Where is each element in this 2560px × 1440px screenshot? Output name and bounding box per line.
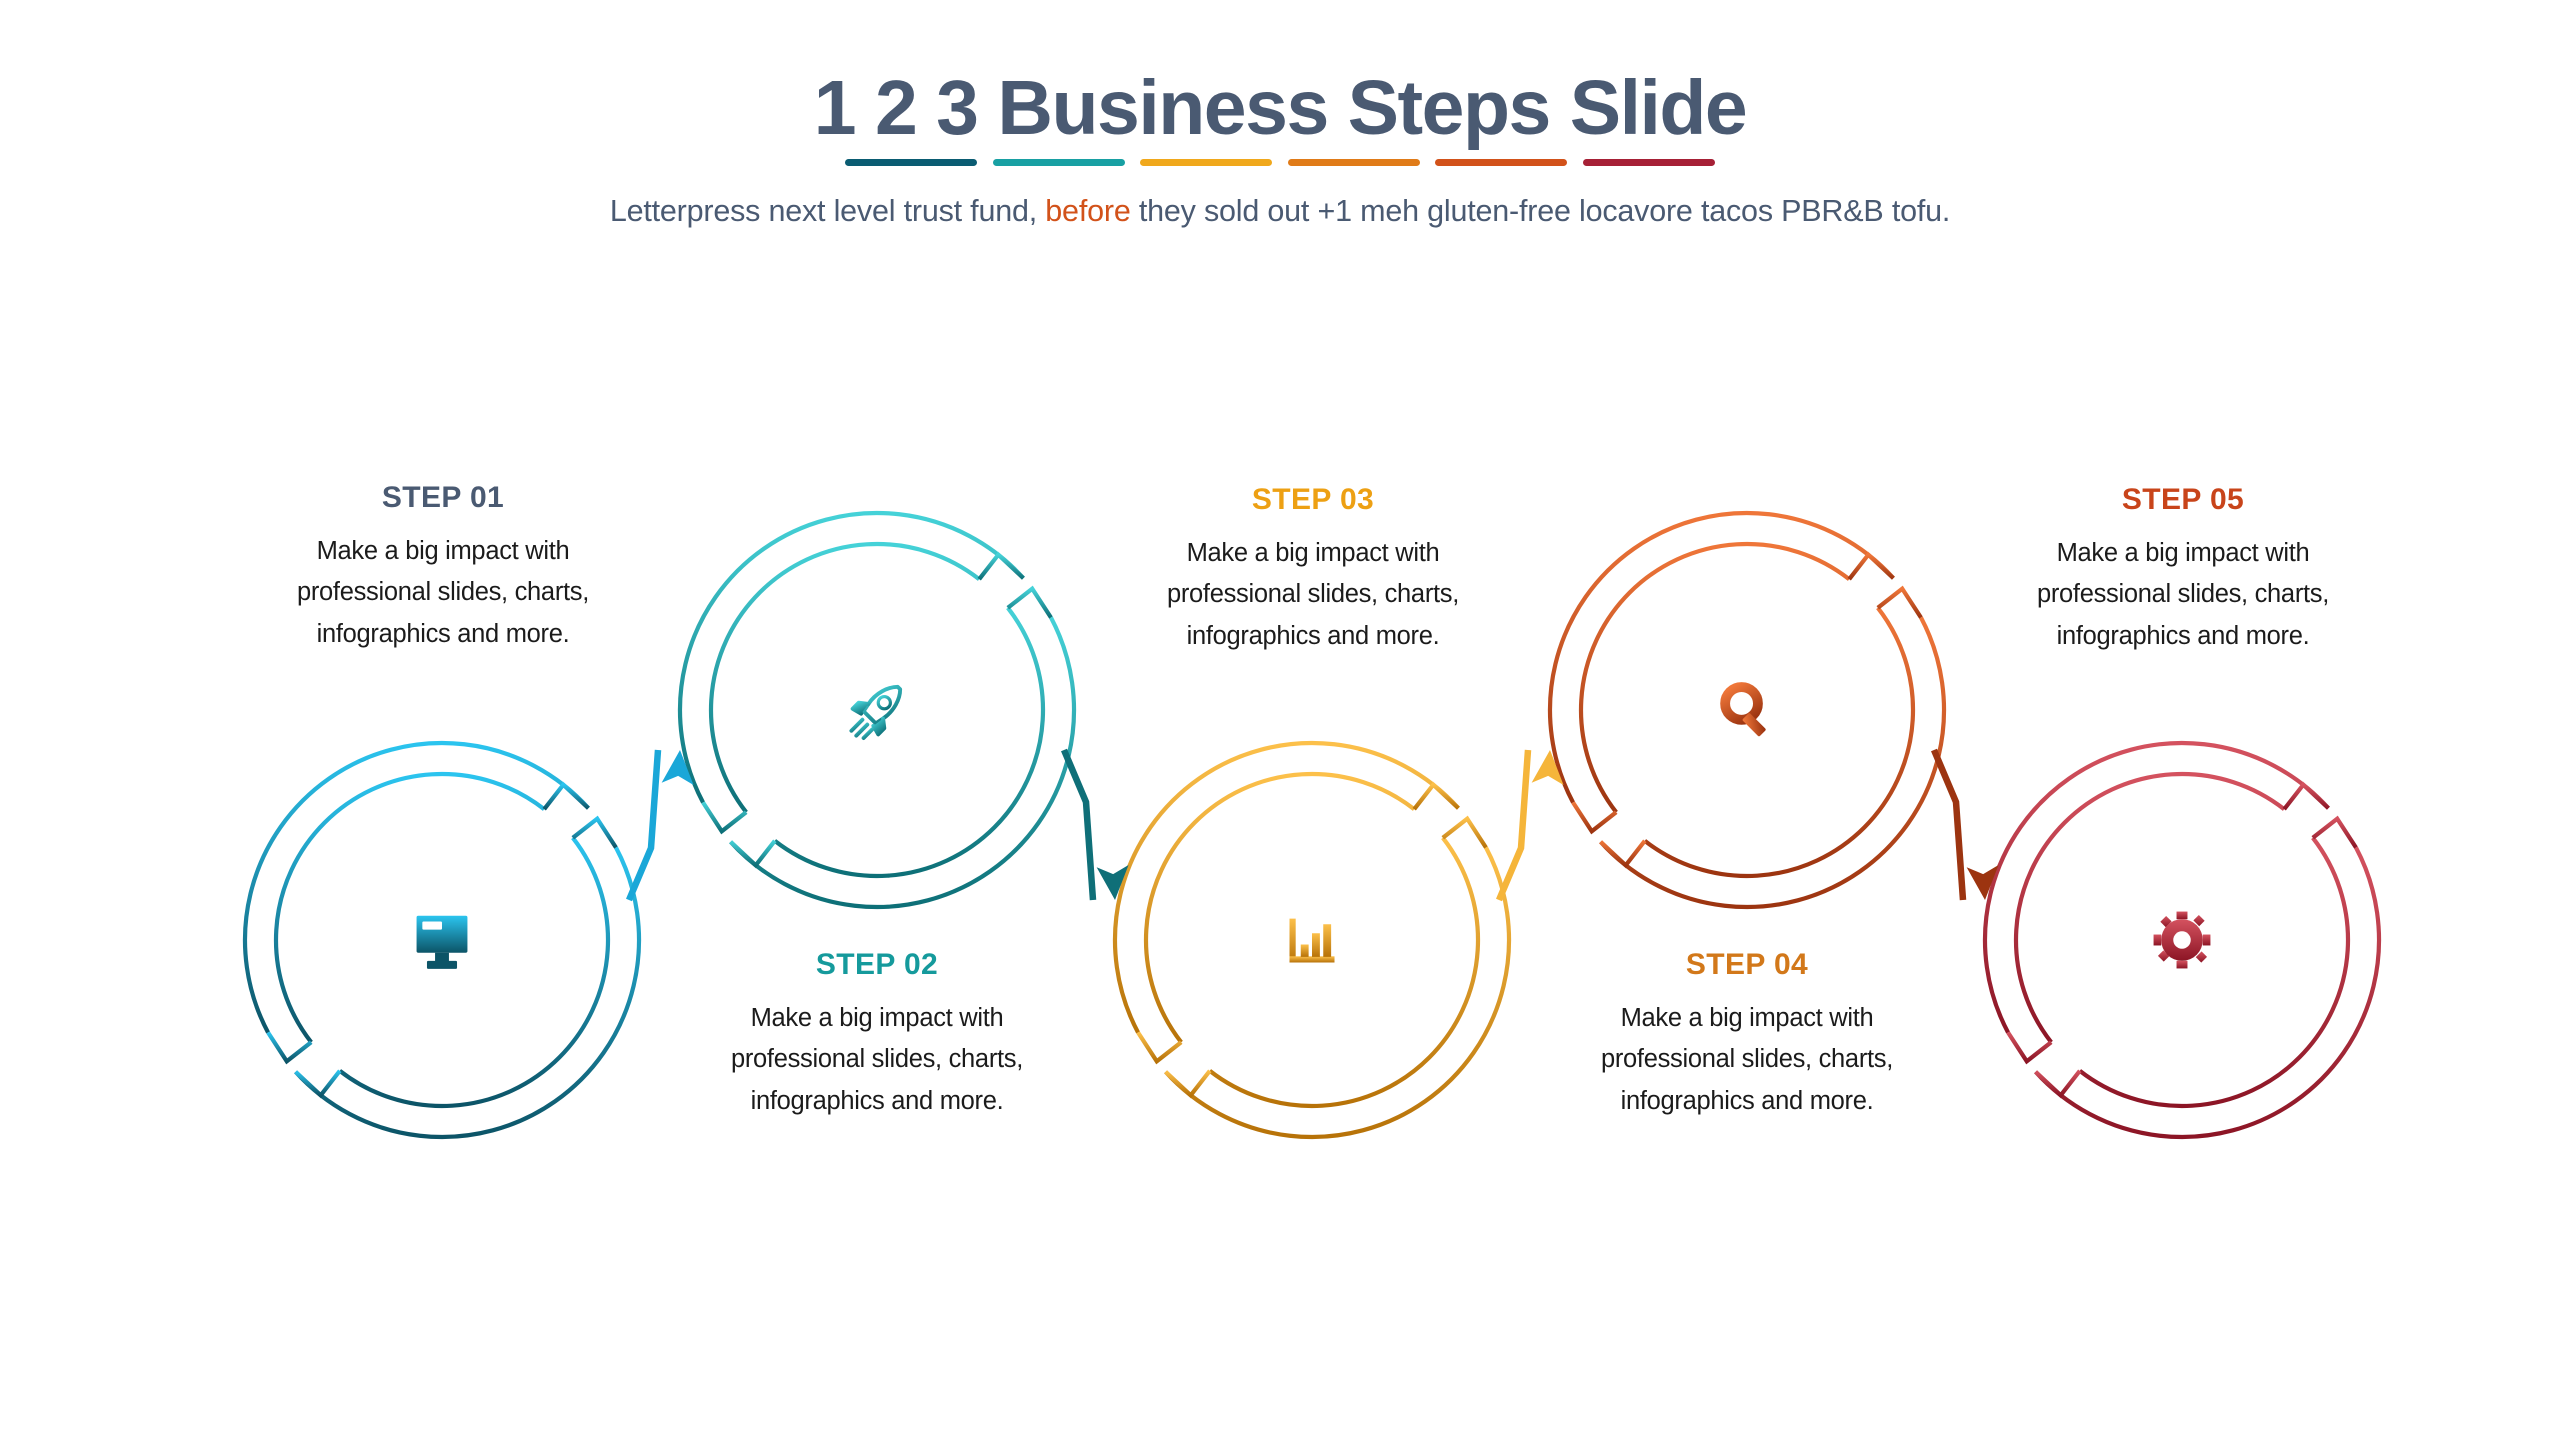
- step-desc-line-2: professional slides, charts,: [730, 1045, 1024, 1074]
- arrow-step4-to-step5: [1931, 748, 1999, 901]
- arrow-step1-to-step2: [626, 749, 694, 902]
- step-desc-line-2: professional slides, charts,: [1600, 1045, 1894, 1074]
- slide-subtitle: Letterpress next level trust fund, befor…: [0, 192, 2560, 232]
- step-label-1: STEP 01: [381, 481, 505, 514]
- underline-bar-4: [1287, 158, 1420, 166]
- title-underline-bars: [845, 158, 1715, 166]
- underline-bar-1: [845, 158, 977, 166]
- slide-header: 1 2 3 Business Steps Slide Letterpress n…: [0, 0, 2560, 231]
- step-label-5: STEP 05: [2121, 483, 2245, 516]
- step-desc-line-2: professional slides, charts,: [296, 578, 590, 607]
- step-block-1: STEP 01 Make a big impact with professio…: [233, 483, 653, 655]
- underline-bar-6: [1582, 158, 1715, 166]
- underline-bar-3: [1140, 158, 1273, 166]
- step-connector-arrows: [626, 748, 1999, 902]
- step-desc-line-3: infographics and more.: [2056, 621, 2310, 650]
- step-desc-line-3: infographics and more.: [1620, 1086, 1874, 1115]
- step-desc-line-1: Make a big impact with: [750, 1004, 1004, 1032]
- underline-bar-5: [1435, 158, 1568, 166]
- arrow-step3-to-step4: [1496, 749, 1564, 902]
- step-block-2: STEP 02 Make a big impact with professio…: [667, 950, 1087, 1122]
- step-label-3: STEP 03: [1251, 483, 1375, 516]
- arrow-step2-to-step3: [1061, 748, 1129, 901]
- step-desc-3: Make a big impact with professional slid…: [1103, 533, 1523, 657]
- step-desc-line-1: Make a big impact with: [1186, 539, 1440, 567]
- step-desc-line-2: professional slides, charts,: [1166, 580, 1460, 609]
- step-block-4: STEP 04 Make a big impact with professio…: [1537, 950, 1957, 1122]
- step-block-3: STEP 03 Make a big impact with professio…: [1103, 485, 1523, 657]
- step-desc-line-3: infographics and more.: [316, 619, 570, 648]
- step-desc-line-1: Make a big impact with: [1620, 1004, 1874, 1032]
- bar-chart-icon: [1252, 880, 1372, 1000]
- step-desc-4: Make a big impact with professional slid…: [1537, 998, 1957, 1122]
- gear-icon: [2122, 880, 2242, 1000]
- page-title: 1 2 3 Business Steps Slide: [813, 65, 1748, 151]
- magnifier-icon: [1687, 650, 1807, 770]
- step-label-2: STEP 02: [815, 948, 939, 981]
- step-desc-2: Make a big impact with professional slid…: [667, 998, 1087, 1122]
- step-desc-5: Make a big impact with professional slid…: [1973, 533, 2393, 657]
- rocket-icon: [817, 650, 937, 770]
- subtitle-post: they sold out +1 meh gluten-free locavor…: [1130, 193, 1951, 228]
- subtitle-highlight: before: [1045, 193, 1131, 228]
- step-desc-line-2: professional slides, charts,: [2036, 580, 2330, 609]
- step-desc-1: Make a big impact with professional slid…: [233, 531, 653, 655]
- step-desc-line-3: infographics and more.: [750, 1086, 1004, 1115]
- step-label-4: STEP 04: [1685, 948, 1809, 981]
- subtitle-pre: Letterpress next level trust fund,: [609, 193, 1046, 228]
- step-desc-line-1: Make a big impact with: [2056, 539, 2310, 567]
- step-desc-line-3: infographics and more.: [1186, 621, 1440, 650]
- underline-bar-2: [992, 158, 1125, 166]
- step-desc-line-1: Make a big impact with: [316, 537, 570, 565]
- step-block-5: STEP 05 Make a big impact with professio…: [1973, 485, 2393, 657]
- desktop-monitor-icon: [382, 880, 502, 1000]
